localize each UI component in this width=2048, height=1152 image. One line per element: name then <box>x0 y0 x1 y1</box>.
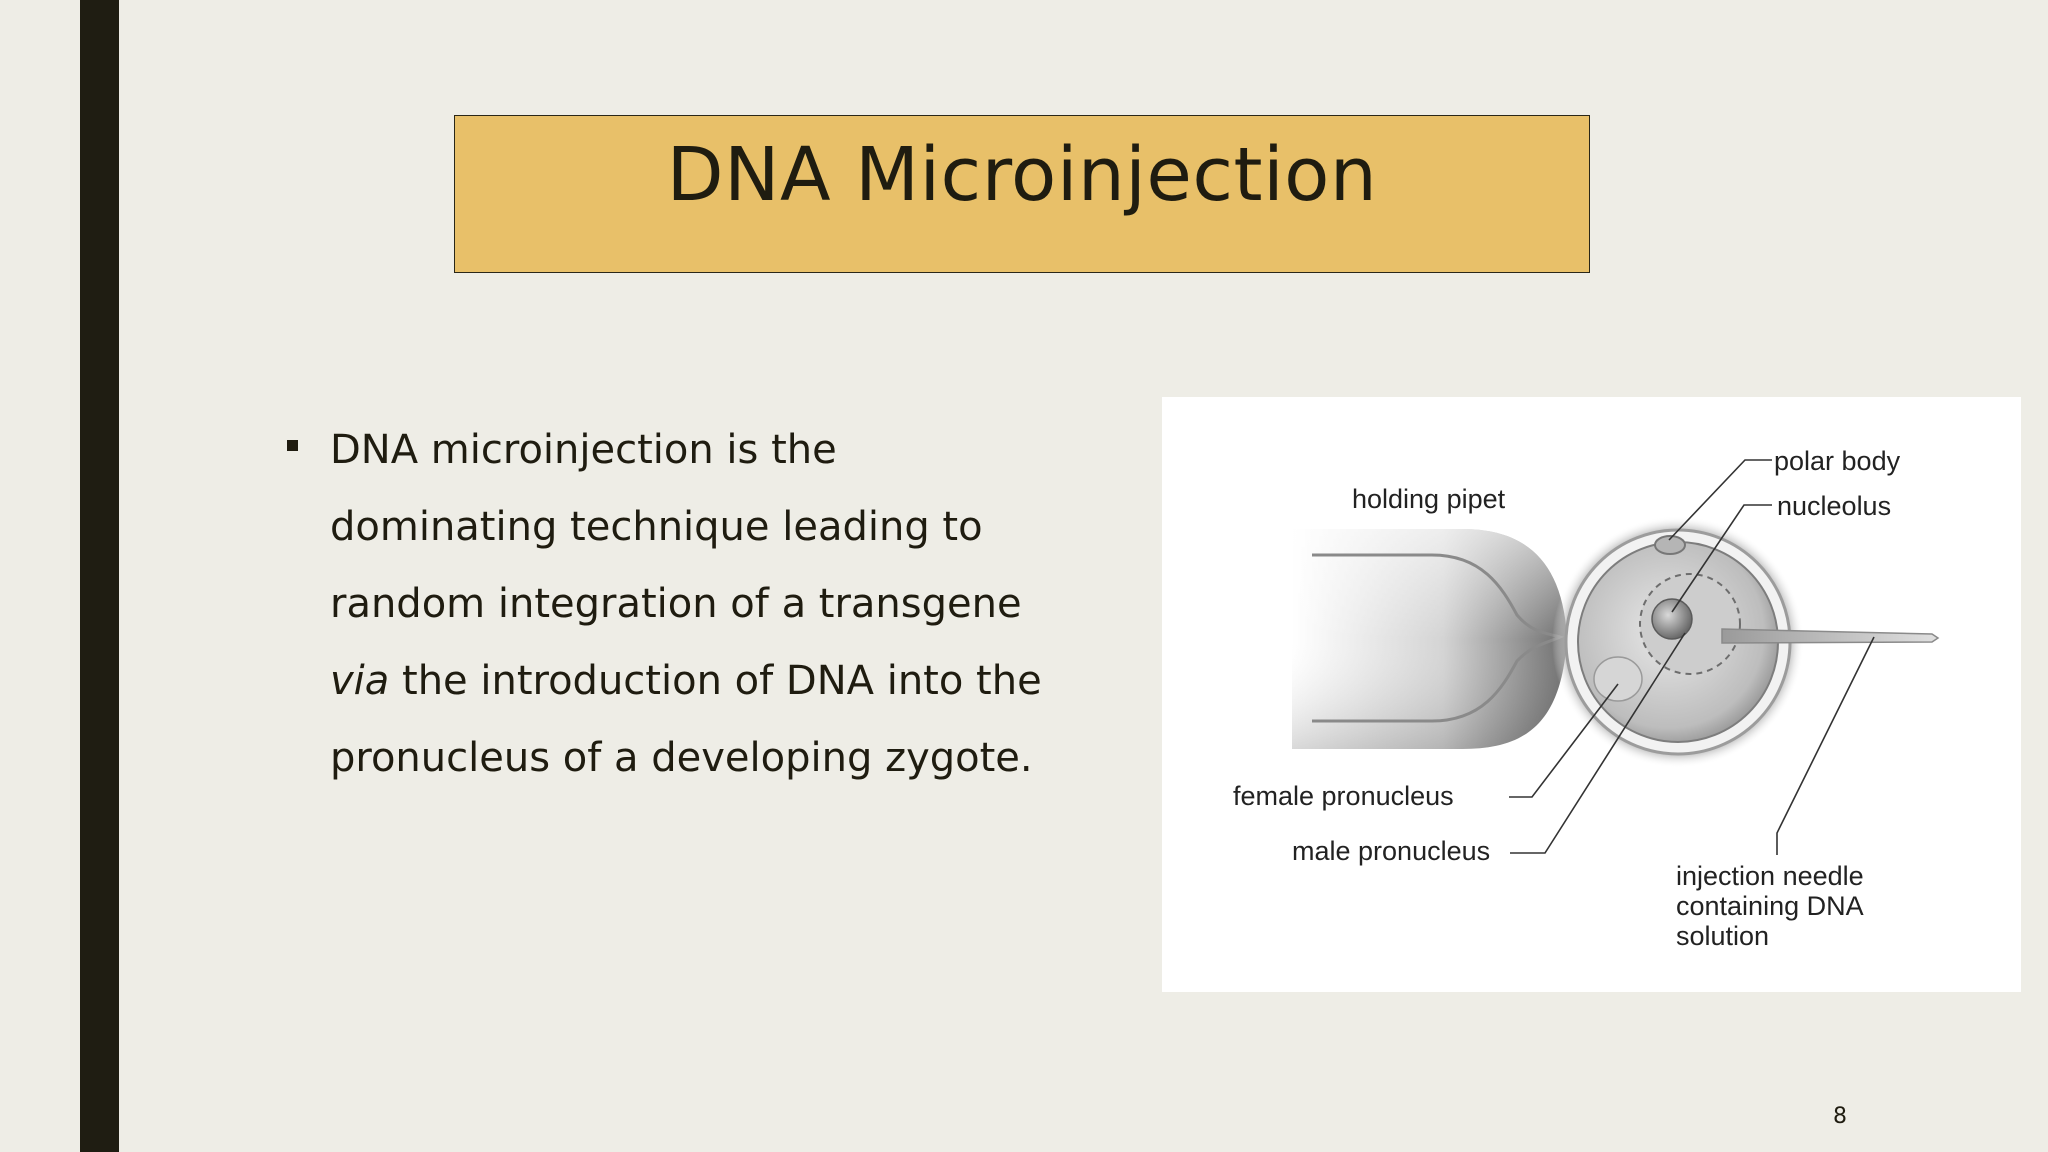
leader-lines <box>1509 459 1875 855</box>
left-accent-bar <box>80 0 119 1152</box>
page-number: 8 <box>1833 1104 1847 1129</box>
bullet-list: DNA microinjection is the dominating tec… <box>284 412 1064 797</box>
zygote-shape <box>1552 516 1804 768</box>
holding-pipet-shape <box>1292 529 1567 749</box>
slide-title: DNA Microinjection <box>666 132 1378 218</box>
label-injection-needle-line1: injection needle <box>1676 861 1864 891</box>
label-injection-needle-line2: containing DNA <box>1676 891 1864 921</box>
label-injection-needle-line3: solution <box>1676 921 1769 951</box>
title-box: DNA Microinjection <box>454 115 1590 273</box>
label-holding-pipet: holding pipet <box>1352 484 1506 514</box>
label-male-pronucleus: male pronucleus <box>1292 836 1490 866</box>
bullet-text-part1: DNA microinjection is the dominating tec… <box>330 427 1022 627</box>
bullet-text-part2: the introduction of DNA into the pronucl… <box>330 658 1042 781</box>
bullet-item: DNA microinjection is the dominating tec… <box>330 412 1064 797</box>
label-female-pronucleus: female pronucleus <box>1233 781 1454 811</box>
microinjection-diagram: polar body nucleolus holding pipet femal… <box>1162 397 2021 992</box>
diagram-svg: polar body nucleolus holding pipet femal… <box>1233 446 1940 951</box>
label-polar-body: polar body <box>1774 446 1901 476</box>
bullet-marker-icon <box>287 440 298 451</box>
label-nucleolus: nucleolus <box>1777 491 1891 521</box>
bullet-text-italic: via <box>330 658 390 704</box>
injection-needle-shape <box>1721 628 1940 644</box>
